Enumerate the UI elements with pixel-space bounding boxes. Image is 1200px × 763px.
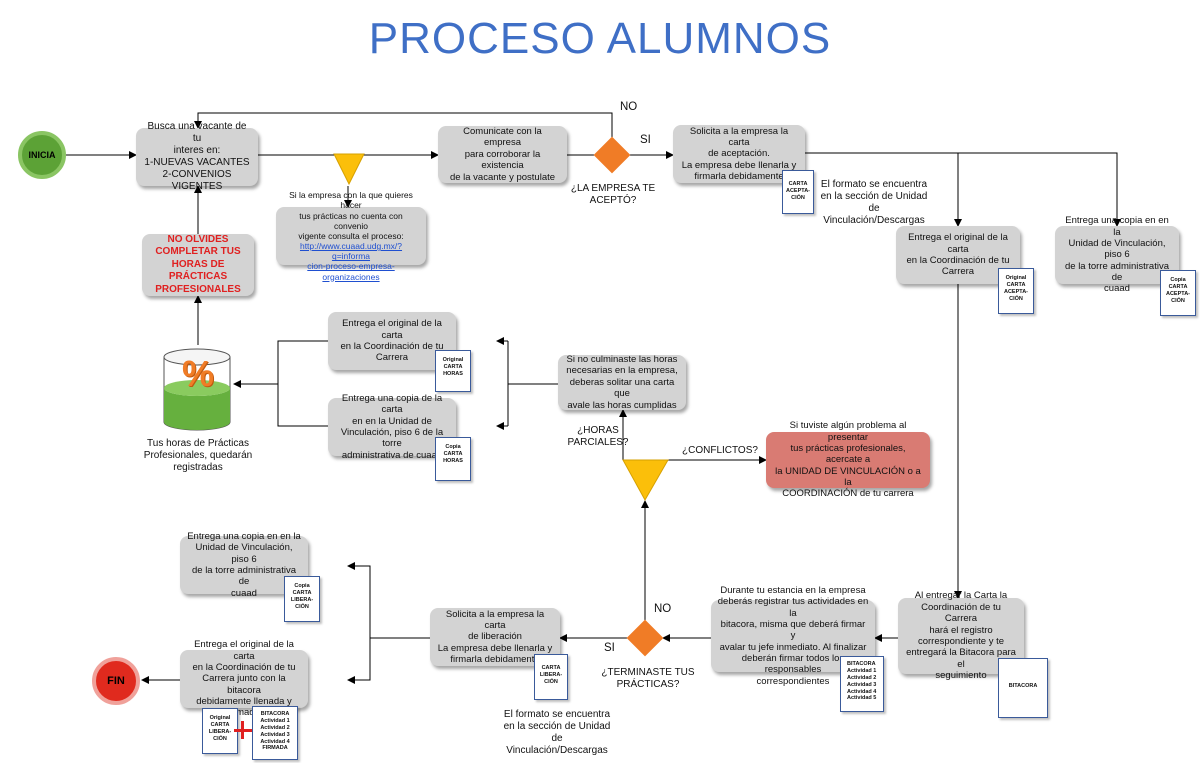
label-si-bottom: SI [604, 642, 615, 654]
label-no-top: NO [620, 101, 638, 113]
percent-cylinder [163, 348, 231, 431]
link-proceso-empresa[interactable]: http://www.cuaad.udg.mx/?q=informa [299, 241, 403, 262]
plus-icon-vertical [241, 721, 244, 739]
label-no-bottom: NO [654, 603, 672, 615]
label-conflictos: ¿CONFLICTOS? [682, 445, 758, 456]
link-proceso-empresa-cont[interactable]: cion-proceso-empresa-organizaciones [307, 261, 395, 282]
doc-bitacora: BITACORA [998, 658, 1048, 718]
label-si-top: SI [640, 134, 651, 146]
start-node: INICIA [18, 131, 66, 179]
end-node: FIN [92, 657, 140, 705]
percent-symbol: % [181, 353, 214, 394]
page-title: PROCESO ALUMNOS [368, 14, 832, 63]
